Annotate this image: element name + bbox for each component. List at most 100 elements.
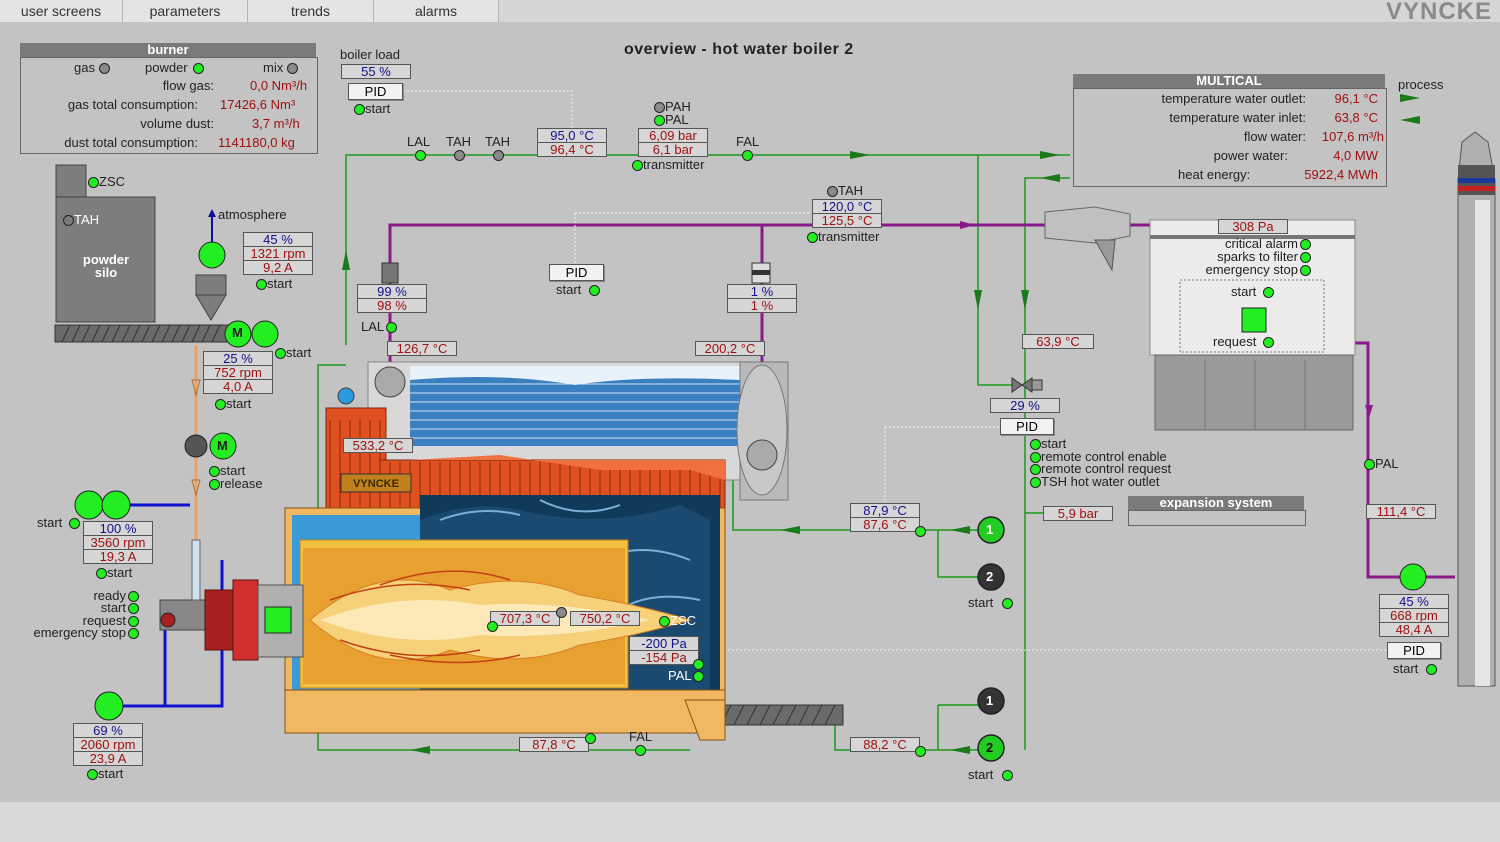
filter-emergency-label: emergency stop [1205,262,1299,277]
pressure-value-2: 6,1 bar [638,142,708,157]
outlet-temp-actual: 96,4 °C [537,142,607,157]
furnace-pressure-setpoint: -200 Pa [629,636,699,651]
screw-amp: 4,0 A [203,379,273,394]
burner-emergency-led [128,628,139,639]
bottom-pump-temp: 88,2 °C [850,737,920,752]
id-fan-amp: 48,4 A [1379,622,1449,637]
air-fan-start-led-left [69,518,80,529]
atmosphere-label: atmosphere [218,207,287,222]
outlet-temp-setpoint: 95,0 °C [537,128,607,143]
footer-bar [0,802,1500,842]
air-fan-start-label: start [107,565,133,580]
screw-start-led-right [275,348,286,359]
fuel-powder-led [193,63,204,74]
id-fan-pal-label: PAL [1375,456,1399,471]
boiler-load-label: boiler load [340,47,400,62]
fal-label-top: FAL [736,134,760,149]
furnace-zsc-led [659,616,670,627]
fuel-mix-led [287,63,298,74]
pump-3-label: 1 [986,693,994,708]
flow-gas-label: flow gas: [162,78,214,93]
remote-request-led [1030,464,1041,475]
dust-total-value: 1141180,0 kg [218,135,295,150]
air-fan-rpm: 3560 rpm [83,535,153,550]
flue-transmitter-label: transmitter [818,229,880,244]
furnace-pressure-led [693,659,704,670]
silo-tah-led [63,215,74,226]
air-fan-start-label-left: start [37,515,63,530]
volume-dust-label: volume dust: [140,116,214,131]
pressure-transmitter-led [632,160,643,171]
burner-request-led [128,616,139,627]
rotary-start-led [209,466,220,477]
pump-1-label: 1 [986,522,994,537]
multical-inlet-value: 63,8 °C [1334,110,1378,125]
multical-panel [1073,88,1387,187]
mixing-pct: 29 % [990,398,1060,413]
flame-temp-2: 750,2 °C [570,611,640,626]
silo-name-line1: powder [82,252,130,267]
pah-led [654,102,665,113]
return-temp-led [915,526,926,537]
multical-power-label: power water: [1213,148,1288,163]
filter-request-label: request [1213,334,1257,349]
sec-fan-rpm: 2060 rpm [73,737,143,752]
pump-bottom-start-label: start [968,767,994,782]
mixing-start-label: start [1041,436,1067,451]
vyncke-logo: VYNCKE [1386,0,1493,25]
tab-alarms[interactable]: alarms [374,0,499,23]
bottom-return-led [585,733,596,744]
silo-zsc-label: ZSC [99,174,125,189]
damper1-lal-led [386,322,397,333]
atmosphere-line [211,216,213,242]
flue-pid-button[interactable]: PID [549,264,604,281]
multical-outlet-label: temperature water outlet: [1161,91,1306,106]
multical-outlet-value: 96,1 °C [1334,91,1378,106]
flame-temp-2-led [556,607,567,618]
return-temp-actual: 87,6 °C [850,517,920,532]
remote-request-label: remote control request [1041,461,1172,476]
boiler-load-start-led [354,104,365,115]
screw-motor-icon: M [232,325,243,340]
pal-led [654,115,665,126]
pah-label: PAH [665,99,691,114]
air-fan-amp: 19,3 A [83,549,153,564]
gas-total-value: 17426,6 Nm³ [220,97,296,112]
pump-bottom-start-led [1002,770,1013,781]
id-fan-pal-led [1364,459,1375,470]
rotary-motor-icon: M [217,438,228,453]
boiler-load-value: 55 % [341,64,411,79]
tah-led-2 [493,150,504,161]
fal-led-bottom [635,745,646,756]
gas-total-label: gas total consumption: [67,97,198,112]
flame-temp-1-led [487,621,498,632]
burner-request-label: request [82,613,126,628]
expansion-header: expansion system [1128,496,1304,510]
silo-fan-start-led [256,279,267,290]
damper1-lal-label: LAL [361,319,385,334]
screw-start-led [215,399,226,410]
multical-energy-label: heat energy: [1178,167,1251,182]
silo-zsc-led [88,177,99,188]
id-fan-pid-button[interactable]: PID [1387,642,1441,659]
boiler-vyncke-plate: VYNCKE [353,478,399,490]
atmosphere-arrow-icon [208,209,216,217]
flame-temp-1: 707,3 °C [490,611,560,626]
rotary-release-led [209,479,220,490]
mixing-pid-button[interactable]: PID [1000,418,1054,435]
expansion-panel [1128,510,1306,526]
flue-temp-setpoint: 120,0 °C [812,199,882,214]
tah-led-1 [454,150,465,161]
flue-transmitter-led [807,232,818,243]
id-fan-temp: 111,4 °C [1366,504,1436,519]
sec-fan-start-label: start [98,766,124,781]
silo-fan-amp: 9,2 A [243,260,313,275]
multical-flow-label: flow water: [1243,129,1306,144]
flue-temp-actual: 125,5 °C [812,213,882,228]
pump-2-label: 2 [986,569,994,584]
damper2-actual: 1 % [727,298,797,313]
burner-panel [20,57,318,154]
flue-tah-led [827,186,838,197]
flue-pid-start-label: start [556,282,582,297]
boiler-load-pid-button[interactable]: PID [348,83,403,100]
